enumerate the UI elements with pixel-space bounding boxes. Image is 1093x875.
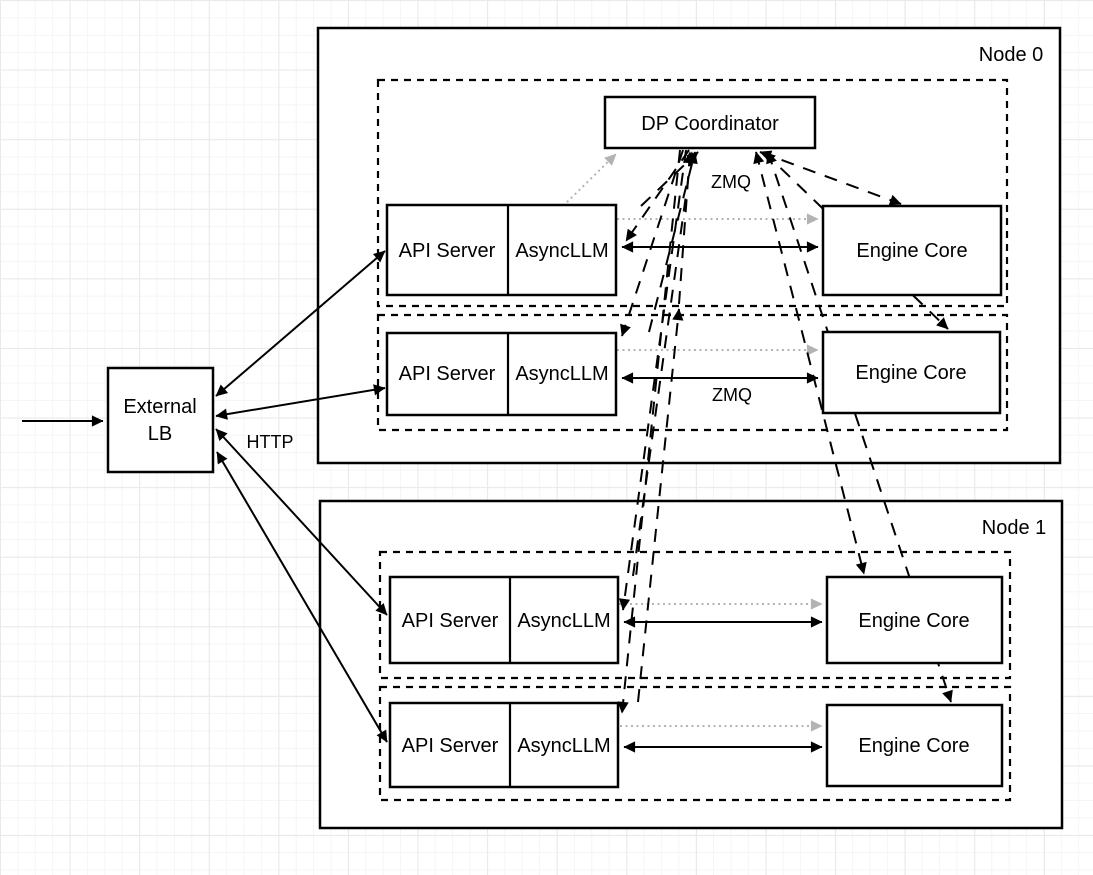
asyncllm-label-n1r1: AsyncLLM xyxy=(517,610,610,632)
engine-core-box-n0r1 xyxy=(821,204,1003,297)
zmq-label-bottom: ZMQ xyxy=(712,385,752,405)
arrow-lb-api-n0r1 xyxy=(215,250,386,397)
external-lb-label-line2: LB xyxy=(148,423,172,445)
arrow-lb-api-n0r2 xyxy=(215,384,386,420)
engine-core-label-n1r1: Engine Core xyxy=(858,610,969,632)
node0-label: Node 0 xyxy=(979,44,1044,66)
engine-core-label-n1r2: Engine Core xyxy=(858,735,969,757)
api-server-label-n1r1: API Server xyxy=(402,610,499,632)
external-lb-label-line1: External xyxy=(123,396,196,418)
arrow-lb-api-n1r2 xyxy=(216,451,388,743)
arrow-async-to-coordinator-n0r2 xyxy=(648,151,698,333)
arrow-coordinator-to-async-n0r1 xyxy=(625,149,690,242)
zmq-label-top: ZMQ xyxy=(711,172,751,192)
engine-core-box-n1r2 xyxy=(825,703,1004,788)
dp-coordinator-box xyxy=(603,95,817,150)
node0-replica0-group-box xyxy=(376,78,1009,308)
api-async-box-n1r2 xyxy=(388,701,620,789)
arrow-coordinator-to-async-n0r2 xyxy=(620,149,684,337)
api-async-box-n0r2 xyxy=(385,331,618,417)
arrow-async-to-coordinator-n1r2-lower xyxy=(637,308,684,703)
api-async-box-n1r1 xyxy=(388,575,620,665)
engine-core-box-n1r1 xyxy=(825,575,1004,665)
asyncllm-label-n0r1: AsyncLLM xyxy=(515,240,608,262)
external-lb-box xyxy=(106,366,215,474)
arrow-async-to-coordinator-n1r2-upper xyxy=(678,151,695,305)
api-server-label-n1r2: API Server xyxy=(402,735,499,757)
api-server-label-n0r2: API Server xyxy=(399,363,496,385)
arrow-coordinator-to-async-n1r1 xyxy=(618,149,687,611)
node1-replica1-group-box xyxy=(378,685,1012,802)
arrow-coordinator-to-async-n1r2 xyxy=(617,149,681,714)
engine-core-label-n0r1: Engine Core xyxy=(856,240,967,262)
dp-coordinator-label: DP Coordinator xyxy=(641,113,779,135)
asyncllm-label-n1r2: AsyncLLM xyxy=(517,735,610,757)
api-async-box-n0r1 xyxy=(385,203,618,297)
engine-core-label-n0r2: Engine Core xyxy=(855,362,966,384)
engine-core-box-n0r2 xyxy=(821,330,1002,415)
arrow-dotted-async-coordinator-n0r1 xyxy=(562,153,617,207)
asyncllm-label-n0r2: AsyncLLM xyxy=(515,363,608,385)
http-label: HTTP xyxy=(247,432,294,452)
api-server-label-n0r1: API Server xyxy=(399,240,496,262)
node1-label: Node 1 xyxy=(982,517,1047,539)
